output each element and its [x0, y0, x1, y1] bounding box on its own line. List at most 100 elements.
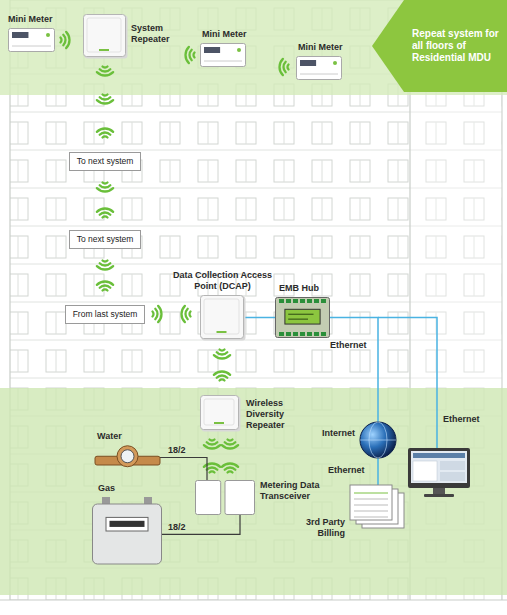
signal-arc — [220, 380, 225, 381]
ethernet-cable — [377, 458, 379, 485]
signal-arc — [182, 306, 185, 322]
signal-arc — [100, 185, 111, 187]
mini-meter: Mini Meter — [8, 28, 55, 52]
signal-arc — [186, 309, 188, 320]
mini-meter-icon — [9, 29, 55, 52]
signal-arc — [220, 349, 225, 350]
wire-label: Ethernet — [441, 414, 482, 425]
signal-arc — [225, 442, 236, 444]
signal-arc — [207, 467, 218, 469]
device-label: EMB Hub — [279, 283, 349, 294]
mini-meter-shape — [296, 56, 342, 80]
mini-meter: Mini Meter — [200, 43, 246, 67]
mini-meter-shape — [200, 43, 246, 67]
process-box: From last system — [65, 305, 146, 324]
node-text: Repeat system for all floors of Resident… — [412, 28, 501, 64]
signal-arc — [155, 309, 157, 320]
signal-arc — [100, 263, 111, 265]
signal-arc — [60, 38, 61, 43]
ethernet-cable — [245, 317, 275, 319]
system-repeater-shape — [83, 14, 127, 58]
signal-arc — [100, 69, 111, 71]
device-label: Data Collection Access Point (DCAP) — [172, 270, 273, 292]
signal-arc — [217, 352, 228, 354]
diversity-repeater-icon — [201, 396, 241, 432]
signal-arc — [63, 35, 65, 46]
signal-arc — [186, 47, 189, 63]
internet-cloud: Internet — [360, 422, 396, 458]
signal-arc — [288, 65, 289, 70]
billing-documents-icon — [350, 485, 404, 528]
device-label: System Repeater — [131, 23, 189, 45]
callout-arrow: Repeat system for all floors of Resident… — [372, 0, 507, 92]
meter-wire — [160, 458, 207, 481]
signal-arc — [97, 100, 113, 103]
system-repeater: System Repeater — [83, 14, 127, 58]
access-point-shape — [200, 295, 245, 340]
water-meter-shape — [95, 445, 160, 470]
device-label: Internet — [305, 428, 355, 439]
access-point-icon — [201, 296, 246, 341]
callout-arrow-icon — [372, 0, 507, 92]
signal-arc — [97, 188, 113, 191]
signal-arc — [222, 445, 238, 448]
mini-meter-shape — [8, 28, 55, 52]
water-meter: Water — [95, 445, 160, 470]
node-text: From last system — [73, 309, 138, 320]
signal-arc — [280, 59, 283, 75]
signal-arc — [103, 137, 108, 138]
signal-arc — [97, 72, 113, 75]
signal-arc — [204, 445, 220, 448]
mini-meter-icon — [297, 57, 342, 80]
node-text: To next system — [77, 156, 134, 167]
signal-arc — [103, 66, 108, 67]
data-transceiver-icon — [196, 481, 255, 515]
signal-arc — [225, 467, 236, 469]
signal-arc — [100, 133, 111, 135]
signal-arc — [103, 217, 108, 218]
meter-wire — [162, 515, 240, 534]
device-label: Mini Meter — [202, 29, 272, 40]
device-label: Wireless Diversity Repeater — [246, 398, 308, 431]
diversity-repeater-shape — [200, 395, 240, 431]
ground-line — [0, 600, 507, 601]
system-repeater-icon — [84, 15, 128, 59]
diversity-repeater: Wireless Diversity Repeater — [200, 395, 240, 431]
signal-arc — [100, 97, 111, 99]
wire-label: 18/2 — [166, 445, 188, 456]
device-label: Mini Meter — [8, 14, 78, 25]
signal-arc — [97, 129, 113, 132]
data-transceiver-shape — [195, 480, 255, 515]
device-label: Metering Data Transceiver — [260, 480, 330, 502]
signal-arc — [210, 439, 215, 440]
signal-arc — [66, 32, 69, 48]
signal-arc — [190, 50, 192, 61]
device-label: 3rd Party Billing — [295, 517, 345, 539]
node-text: To next system — [77, 234, 134, 245]
signal-arc — [103, 260, 108, 261]
computer-monitor — [408, 448, 470, 497]
billing-documents: 3rd Party Billing — [350, 485, 406, 530]
hub-device-icon — [276, 298, 330, 338]
gas-meter-shape — [92, 497, 162, 565]
internet-cloud-shape — [360, 422, 396, 458]
wire-label: 18/2 — [166, 522, 188, 533]
signal-arc — [190, 312, 191, 317]
device-label: Gas — [98, 483, 148, 494]
process-box: To next system — [69, 230, 142, 249]
signal-arc — [158, 306, 161, 322]
ethernet-cable — [330, 318, 378, 423]
water-meter-icon — [95, 446, 160, 467]
signal-arc — [222, 464, 238, 467]
signal-arc — [228, 439, 233, 440]
mini-meter: Mini Meter — [296, 56, 342, 80]
gas-meter-icon — [93, 497, 162, 564]
signal-arc — [210, 472, 215, 473]
device-label: Water — [97, 431, 147, 442]
signal-arc — [103, 94, 108, 95]
device-label: Mini Meter — [298, 42, 368, 53]
signal-arc — [217, 376, 228, 378]
signal-arc — [214, 355, 230, 358]
gas-meter: Gas — [92, 497, 162, 565]
data-transceiver: Metering Data Transceiver — [195, 480, 255, 515]
